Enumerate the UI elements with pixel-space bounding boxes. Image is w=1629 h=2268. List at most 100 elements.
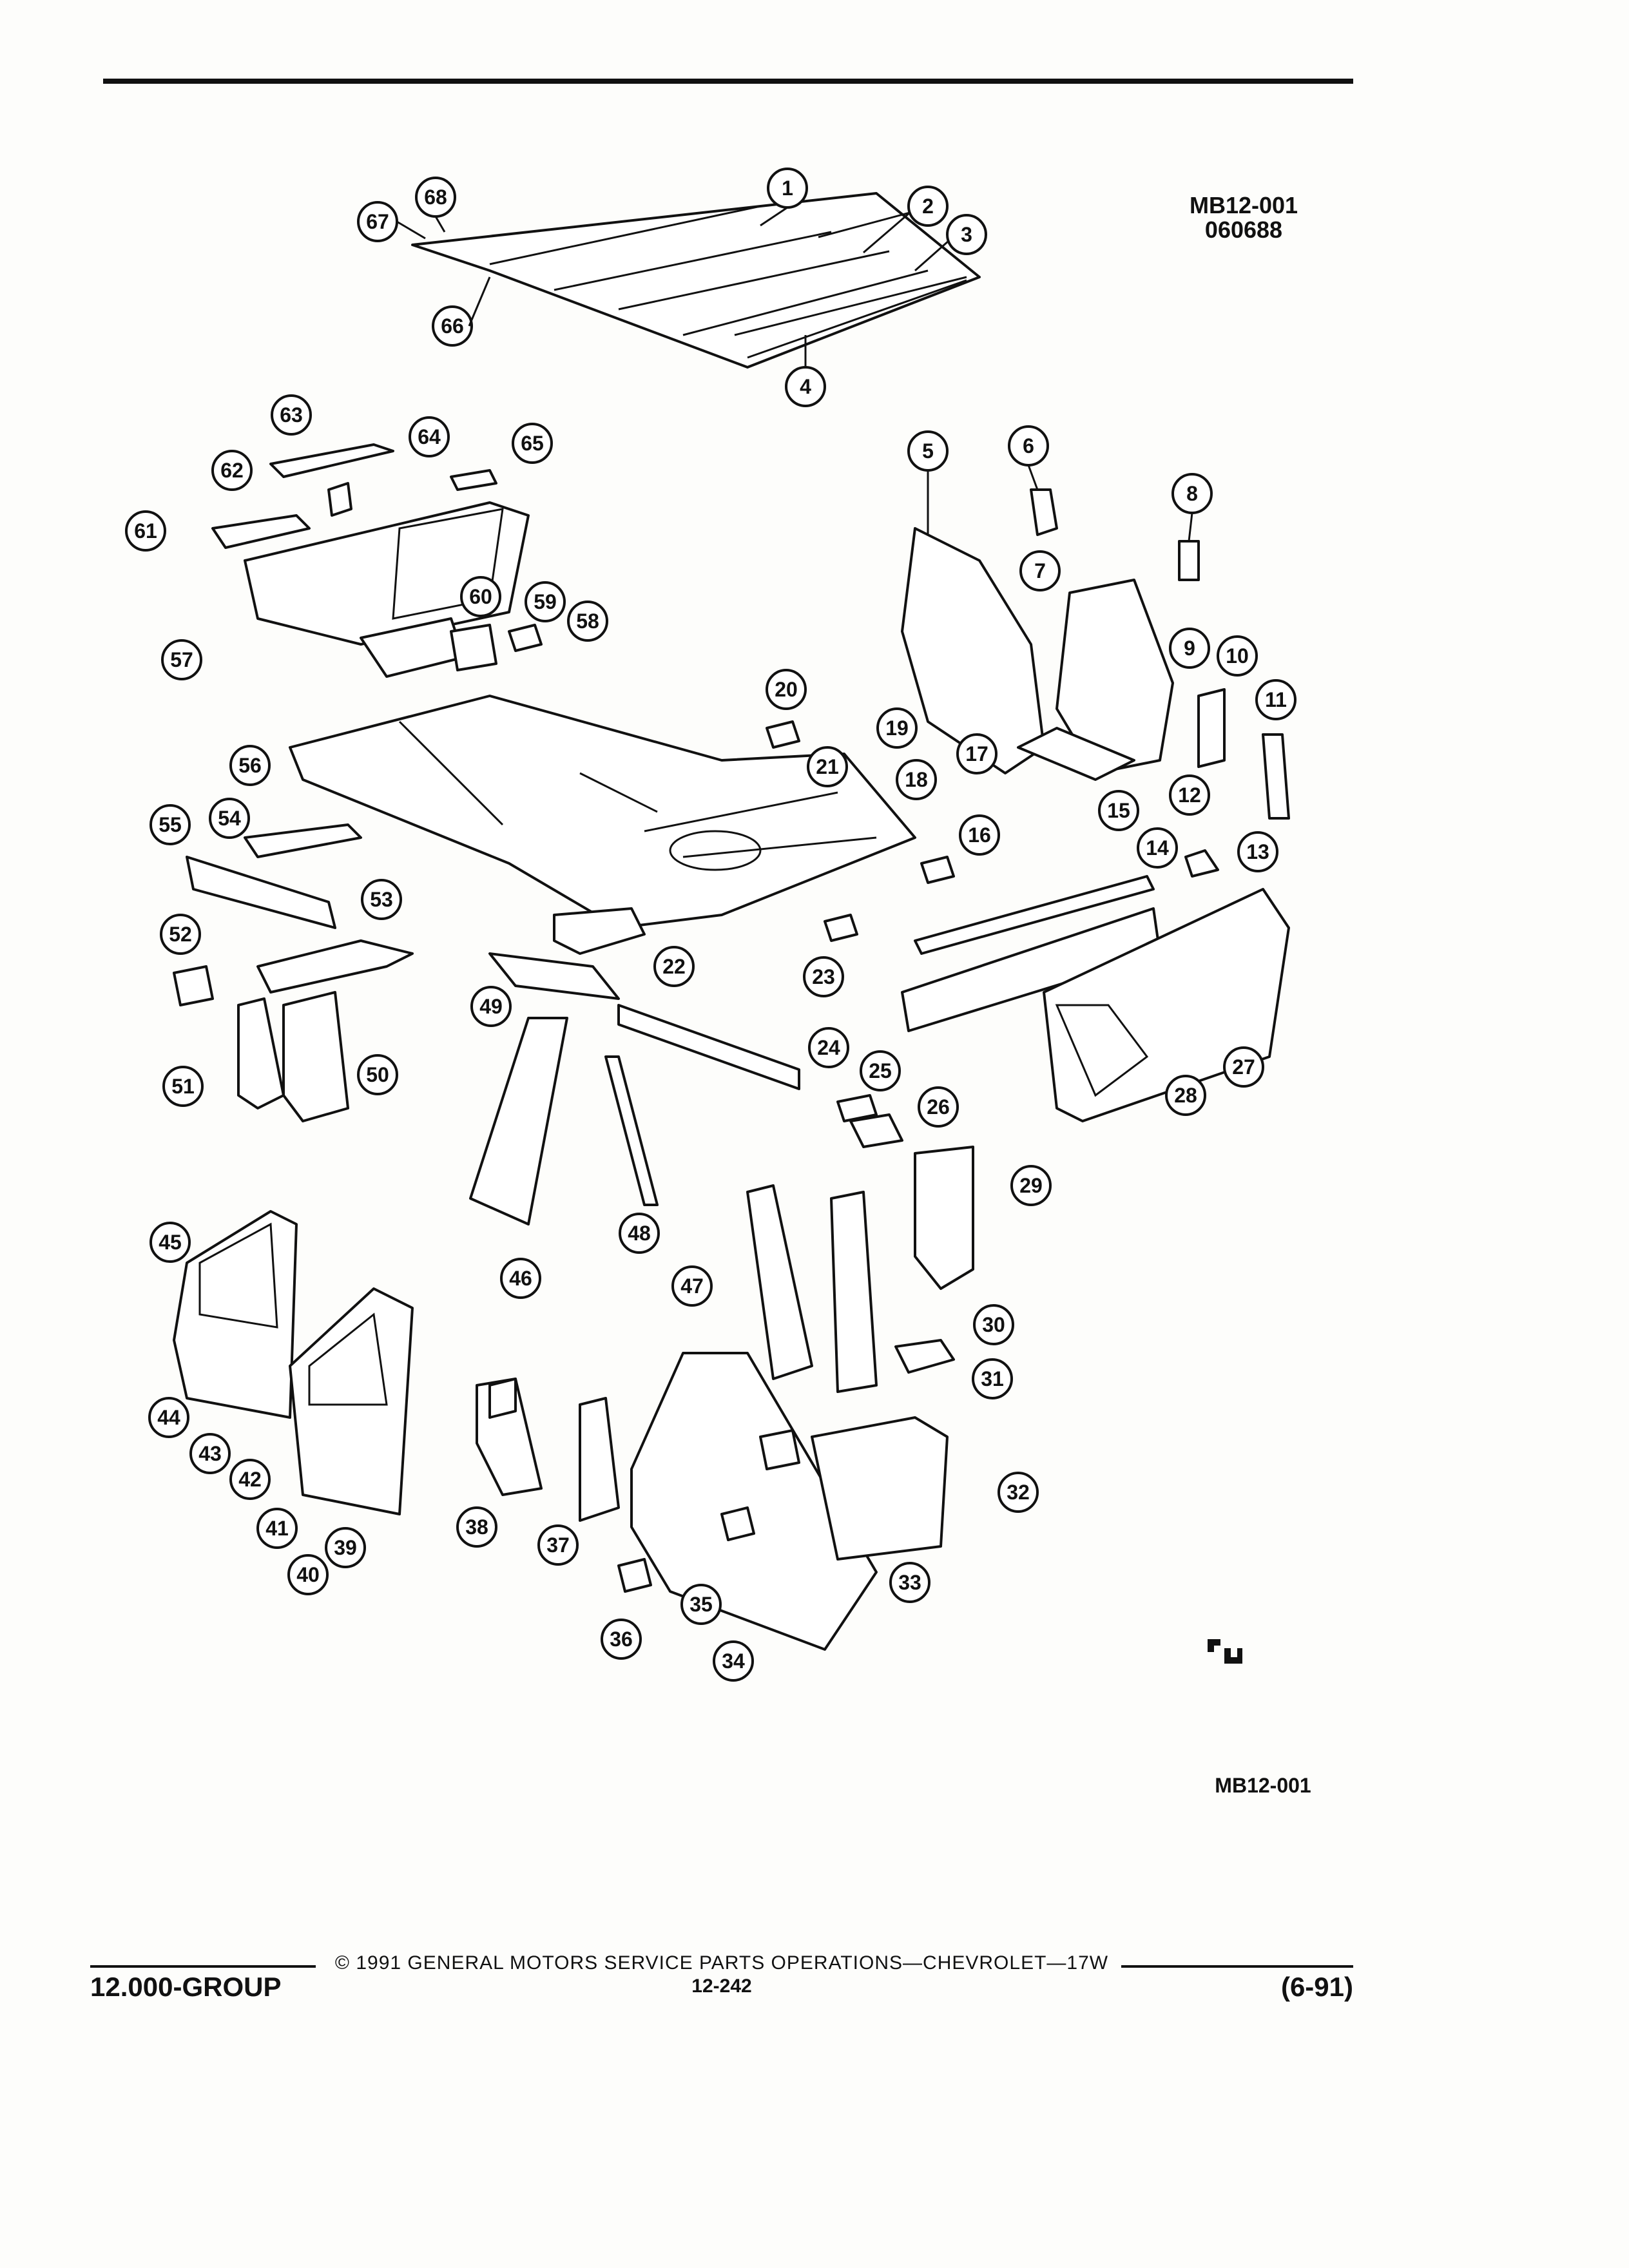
svg-text:22: 22: [662, 955, 686, 978]
callout-24[interactable]: 24: [808, 1027, 849, 1068]
callout-18[interactable]: 18: [896, 759, 937, 800]
callout-48[interactable]: 48: [619, 1213, 660, 1254]
callout-43[interactable]: 43: [189, 1433, 231, 1474]
callout-36[interactable]: 36: [601, 1619, 642, 1660]
svg-text:33: 33: [898, 1571, 921, 1594]
callout-60[interactable]: 60: [460, 576, 501, 617]
callout-17[interactable]: 17: [956, 733, 998, 774]
callout-58[interactable]: 58: [567, 601, 608, 642]
svg-text:53: 53: [370, 888, 393, 911]
callout-67[interactable]: 67: [357, 201, 398, 242]
callout-64[interactable]: 64: [409, 416, 450, 457]
svg-text:6: 6: [1023, 434, 1034, 457]
callout-11[interactable]: 11: [1255, 679, 1296, 720]
callout-63[interactable]: 63: [271, 394, 312, 436]
callout-22[interactable]: 22: [653, 946, 695, 987]
callout-2[interactable]: 2: [907, 186, 949, 227]
callout-23[interactable]: 23: [803, 956, 844, 997]
callout-62[interactable]: 62: [211, 450, 253, 491]
callout-16[interactable]: 16: [959, 814, 1000, 856]
svg-text:51: 51: [171, 1075, 195, 1098]
callout-13[interactable]: 13: [1237, 831, 1278, 872]
svg-text:30: 30: [982, 1313, 1005, 1336]
callout-33[interactable]: 33: [889, 1562, 930, 1603]
callout-29[interactable]: 29: [1010, 1165, 1052, 1206]
callout-40[interactable]: 40: [287, 1554, 329, 1595]
callout-65[interactable]: 65: [512, 423, 553, 464]
svg-text:40: 40: [296, 1563, 320, 1586]
svg-text:31: 31: [981, 1367, 1004, 1390]
svg-text:3: 3: [961, 223, 972, 246]
callout-21[interactable]: 21: [807, 746, 848, 787]
callout-39[interactable]: 39: [325, 1527, 366, 1568]
callout-5[interactable]: 5: [907, 430, 949, 472]
callout-47[interactable]: 47: [671, 1265, 713, 1307]
callout-10[interactable]: 10: [1217, 635, 1258, 677]
callout-30[interactable]: 30: [973, 1304, 1014, 1345]
svg-text:58: 58: [576, 610, 599, 633]
callout-53[interactable]: 53: [361, 879, 402, 920]
callout-12[interactable]: 12: [1169, 774, 1210, 816]
callout-54[interactable]: 54: [209, 798, 250, 839]
callout-49[interactable]: 49: [470, 986, 512, 1027]
callout-46[interactable]: 46: [500, 1258, 541, 1299]
callout-41[interactable]: 41: [256, 1508, 298, 1549]
svg-text:19: 19: [885, 716, 909, 740]
callout-42[interactable]: 42: [229, 1459, 271, 1500]
callout-14[interactable]: 14: [1137, 827, 1178, 869]
callout-25[interactable]: 25: [860, 1050, 901, 1091]
callout-35[interactable]: 35: [680, 1584, 722, 1625]
callout-34[interactable]: 34: [713, 1640, 754, 1682]
callout-15[interactable]: 15: [1098, 790, 1139, 831]
callout-55[interactable]: 55: [149, 804, 191, 845]
callout-9[interactable]: 9: [1169, 628, 1210, 669]
callout-26[interactable]: 26: [918, 1086, 959, 1128]
callout-38[interactable]: 38: [456, 1506, 497, 1548]
svg-text:61: 61: [134, 519, 157, 543]
callout-20[interactable]: 20: [766, 669, 807, 710]
svg-text:23: 23: [812, 965, 835, 988]
callout-37[interactable]: 37: [537, 1524, 579, 1566]
callout-66[interactable]: 66: [432, 305, 473, 347]
callout-32[interactable]: 32: [998, 1472, 1039, 1513]
svg-text:34: 34: [722, 1649, 745, 1673]
callout-8[interactable]: 8: [1171, 473, 1213, 514]
callout-51[interactable]: 51: [162, 1066, 204, 1107]
callout-6[interactable]: 6: [1008, 425, 1049, 466]
svg-text:5: 5: [922, 439, 934, 463]
callout-59[interactable]: 59: [525, 581, 566, 622]
callout-61[interactable]: 61: [125, 510, 166, 552]
svg-text:52: 52: [169, 923, 192, 946]
callout-52[interactable]: 52: [160, 914, 201, 955]
svg-text:18: 18: [905, 768, 928, 791]
svg-text:32: 32: [1007, 1481, 1030, 1504]
callout-19[interactable]: 19: [876, 707, 918, 749]
svg-text:29: 29: [1019, 1174, 1043, 1197]
svg-text:57: 57: [170, 648, 193, 671]
callout-45[interactable]: 45: [149, 1222, 191, 1263]
copyright-line: © 1991 GENERAL MOTORS SERVICE PARTS OPER…: [334, 1952, 1109, 1974]
page-number: 12-242: [691, 1975, 752, 1997]
dash-panel: [211, 443, 543, 678]
callout-68[interactable]: 68: [415, 177, 456, 218]
svg-text:26: 26: [927, 1095, 950, 1119]
svg-text:46: 46: [509, 1267, 532, 1290]
callout-56[interactable]: 56: [229, 745, 271, 786]
svg-text:36: 36: [610, 1628, 633, 1651]
callout-4[interactable]: 4: [785, 366, 826, 407]
callout-57[interactable]: 57: [161, 639, 202, 680]
callout-3[interactable]: 3: [946, 214, 987, 255]
callout-31[interactable]: 31: [972, 1358, 1013, 1399]
svg-text:13: 13: [1246, 840, 1269, 863]
callout-50[interactable]: 50: [357, 1054, 398, 1095]
svg-text:8: 8: [1186, 482, 1198, 505]
callout-28[interactable]: 28: [1165, 1075, 1206, 1116]
callout-1[interactable]: 1: [767, 168, 808, 209]
svg-text:2: 2: [922, 195, 934, 218]
callout-7[interactable]: 7: [1019, 550, 1061, 591]
svg-text:24: 24: [817, 1036, 840, 1059]
callout-27[interactable]: 27: [1223, 1046, 1264, 1088]
callout-44[interactable]: 44: [148, 1397, 189, 1438]
